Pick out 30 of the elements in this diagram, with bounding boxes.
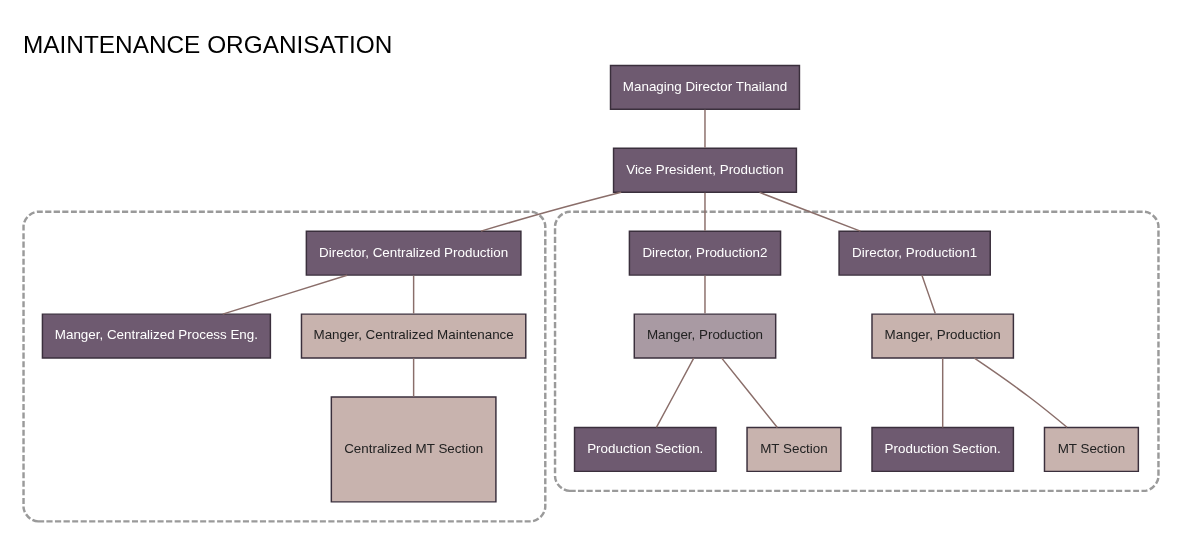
diagram-title: MAINTENANCE ORGANISATION: [22, 31, 393, 59]
cluster: [553, 210, 1160, 493]
node-box: Production Section.: [871, 426, 1015, 473]
node-box: Director, Production1: [838, 230, 991, 276]
connector: [758, 191, 862, 232]
connector: [704, 191, 706, 232]
connector: [973, 357, 1068, 429]
connector: [221, 274, 348, 315]
connector: [921, 274, 936, 315]
connector: [655, 357, 695, 429]
node-box: MT Section: [746, 426, 842, 473]
node-box: Manger, Production: [633, 313, 777, 359]
node-box: Vice President, Production: [612, 147, 798, 193]
connector: [480, 191, 622, 232]
node-box: Managing Director Thailand: [609, 64, 801, 111]
connector: [412, 274, 415, 315]
node-box: Director, Centralized Production: [305, 230, 522, 276]
node-box: Director, Production2: [628, 230, 782, 276]
connector: [721, 357, 779, 429]
connector: [941, 357, 944, 429]
cluster: [22, 210, 547, 523]
connector: [704, 274, 706, 315]
node-box: Manger, Centralized Process Eng.: [41, 313, 272, 359]
node-box: Centralized MT Section: [330, 396, 497, 503]
node-box: MT Section: [1043, 426, 1140, 473]
connector: [412, 357, 415, 398]
node-box: Manger, Centralized Maintenance: [300, 313, 527, 359]
node-box: Manger, Production: [871, 313, 1015, 359]
node-box: Production Section.: [573, 426, 717, 473]
connector: [704, 109, 706, 149]
